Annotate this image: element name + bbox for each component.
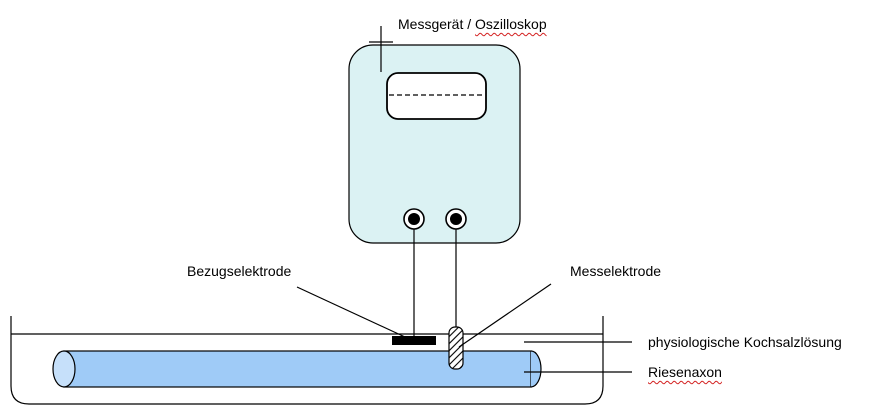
axon-left-end bbox=[52, 350, 76, 388]
axon-label: Riesenaxon bbox=[648, 364, 722, 380]
bath bbox=[10, 316, 604, 405]
measuring-electrode-pointer bbox=[458, 283, 552, 348]
device-screen bbox=[386, 72, 487, 120]
solution-label: physiologische Kochsalzlösung bbox=[648, 334, 842, 350]
device-label-suffix: Oszilloskop bbox=[475, 16, 547, 32]
bath-container bbox=[10, 316, 604, 405]
measuring-electrode bbox=[448, 326, 464, 370]
giant-axon bbox=[52, 350, 542, 388]
device-label-prefix: Messgerät / bbox=[398, 16, 476, 32]
reference-electrode-pointer bbox=[296, 286, 406, 338]
reference-electrode-label: Bezugselektrode bbox=[187, 263, 292, 279]
reference-electrode bbox=[392, 336, 436, 345]
measuring-device bbox=[348, 26, 521, 244]
measuring-electrode-label: Messelektrode bbox=[570, 263, 662, 279]
device-label: Messgerät / Oszilloskop bbox=[398, 16, 547, 32]
right-socket-core bbox=[450, 213, 462, 225]
axon-right-end bbox=[530, 350, 542, 388]
left-socket-core bbox=[408, 213, 420, 225]
